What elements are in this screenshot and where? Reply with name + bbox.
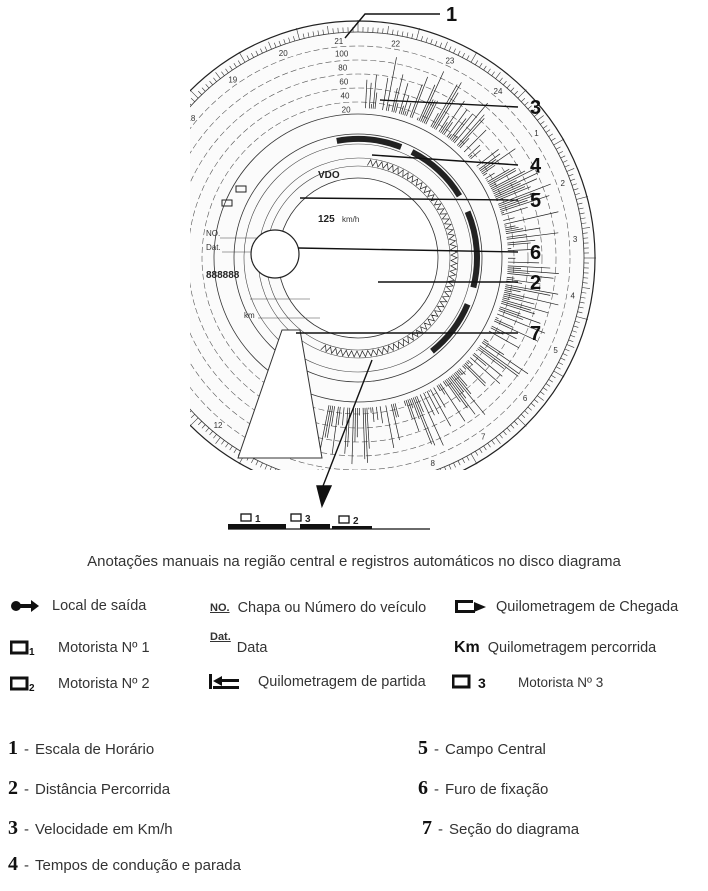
hour-label: 3 [573,235,578,244]
brand-label: VDO [318,170,340,181]
date-icon: Dat. [210,631,231,643]
speed-max-label: 125 [318,214,335,225]
speed-trace [319,57,559,465]
leader-lines [296,13,519,509]
hour-label: 13 [175,379,184,388]
hour-label: 16 [139,216,148,225]
callout-4: 4 [530,155,542,177]
speed-unit-label: km/h [342,215,359,224]
speed-tick-label: 60 [339,78,348,87]
hour-label: 19 [228,76,237,85]
hour-label: 20 [279,49,288,58]
central-field: VDO 125 km/h NO. Dat. 888888 km [206,170,359,459]
vehicle-number-icon: NO. [210,602,230,614]
hour-label: 6 [523,394,528,403]
callout-numbers: 1 3 4 5 6 2 7 [446,4,542,345]
item-7: 7-Seção do diagrama [422,817,580,839]
callout-6: 6 [530,242,541,264]
speed-tick-label: 100 [335,50,349,59]
hour-label: 18 [186,114,195,123]
legend-km-chegada: Quilometragem de Chegada [454,598,678,616]
departure-km-icon [209,674,239,689]
hour-label: 2 [561,179,566,188]
diagram-section-wedge [237,329,323,459]
callout-3: 3 [530,97,541,119]
disc-body: 202122232412345678910111213141516171819 … [136,20,596,480]
hour-label: 5 [553,346,558,355]
distance-trace [320,158,458,358]
speed-tick-label: 20 [342,105,351,114]
hour-label: 9 [375,471,380,480]
svg-text:1: 1 [29,647,35,657]
item-3: 3-Velocidade em Km/h [8,817,173,839]
callout-1: 1 [446,4,457,26]
field-dat-label: Dat. [206,243,221,252]
hour-label: 7 [481,432,486,441]
field-no-label: NO. [206,229,220,238]
item-5: 5-Campo Central [418,737,546,759]
speed-labels: 100 80 60 40 20 [335,50,351,115]
diagram-section-strip: 1 3 2 [228,513,430,530]
callout-5: 5 [530,190,541,212]
field-km-label: km [244,311,255,320]
hour-label: 12 [214,421,223,430]
hour-label: 8 [431,459,436,468]
hour-label: 22 [391,39,400,48]
odometer-label: 888888 [206,270,240,281]
truck-icon [221,185,247,207]
hour-label: 21 [334,37,343,46]
svg-text:1: 1 [255,514,261,525]
hour-label: 4 [570,292,575,301]
legend-data: Dat. Data [210,631,268,656]
legend-km-percorrida: Km Quilometragem percorrida [454,639,657,656]
speed-tick-label: 80 [338,64,347,73]
driving-time-band [336,136,480,354]
item-4: 4-Tempos de condução e parada [8,853,241,875]
svg-text:2: 2 [353,516,359,527]
diagram-caption: Anotações manuais na região central e re… [87,553,621,570]
speed-tick-label: 40 [341,92,350,101]
item-1: 1-Escala de Horário [8,737,155,759]
hour-label: 1 [534,129,539,138]
driver-2-legend-icon: 2 [10,676,35,693]
item-2: 2-Distância Percorrida [8,777,171,799]
item-6: 6-Furo de fixação [418,777,549,799]
legend-chapa: NO. Chapa ou Número do veículo [210,600,427,616]
fixing-hole [250,229,300,279]
svg-text:2: 2 [29,683,35,693]
km-icon: Km [454,639,480,656]
legend-motorista3: 3 Motorista Nº 3 [452,673,603,691]
hour-label: 10 [316,469,325,478]
driver-1-legend-icon: 1 [10,640,35,657]
svg-text:3: 3 [478,675,486,691]
hour-label: 15 [136,273,145,282]
arrival-km-icon [455,600,486,613]
legend-motorista1: 1 Motorista Nº 1 [10,639,150,657]
hour-label: 24 [494,87,503,96]
departure-place-icon [11,600,39,612]
legend-km-partida: Quilometragem de partida [208,673,426,691]
driver-3-icon: 3 [290,513,311,525]
legend-local-saida: Local de saída [10,598,146,614]
driver-2-icon: 2 [338,515,359,527]
tachograph-disc-diagram: 202122232412345678910111213141516171819 … [136,4,596,530]
hour-label: 14 [149,329,158,338]
hour-label: 23 [445,56,454,65]
callout-2: 2 [530,272,541,294]
hour-label: 17 [156,162,165,171]
legend-motorista2: 2 Motorista Nº 2 [10,675,150,693]
driver-3-legend-icon: 3 [452,674,486,691]
driver-1-icon: 1 [240,513,261,525]
callout-7: 7 [530,323,541,345]
svg-text:3: 3 [305,514,311,525]
